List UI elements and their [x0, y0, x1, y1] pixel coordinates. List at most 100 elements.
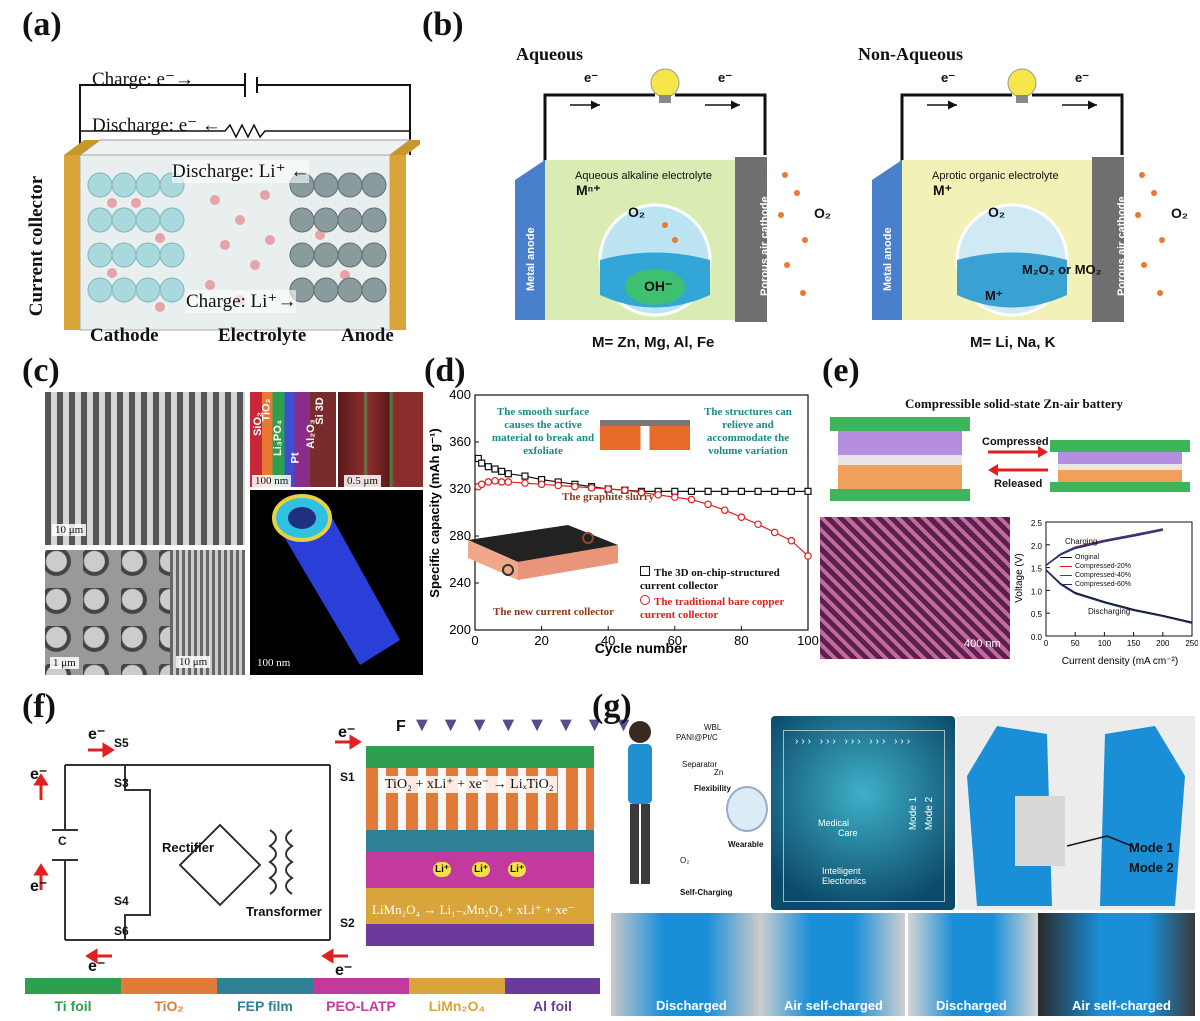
d-point-0-5 — [504, 470, 512, 478]
g-o2: O₂ — [680, 856, 690, 865]
e-series-line-4 — [1045, 569, 1193, 623]
g-photo-mode2: Mode 2 — [1129, 860, 1174, 875]
f-li-1: Li⁺ — [433, 862, 452, 877]
aq-e-right: e⁻ — [718, 70, 733, 85]
f-s2: S2 — [340, 916, 355, 930]
d-xtick-0: 0 — [471, 633, 478, 648]
nonaq-o2-outer: O₂ — [1171, 205, 1189, 221]
discharge-e-label: Discharge: e⁻ ← — [92, 115, 221, 136]
layer-pt: Pt — [289, 452, 302, 464]
d-point-1-11 — [604, 485, 613, 493]
d-point-1-2 — [484, 478, 493, 486]
panel-label-b: (b) — [422, 6, 464, 43]
e-legend-0-text: Original — [1075, 554, 1100, 561]
d-legend-1: The 3D on-chip-structured current collec… — [640, 566, 815, 593]
sem-scalebar-2: 1 μm — [50, 657, 79, 669]
d-point-0-2 — [484, 463, 492, 471]
e-ytick-3: 1.5 — [1031, 565, 1043, 574]
aq-o2-outer: O₂ — [814, 205, 832, 221]
d-point-1-3 — [491, 476, 499, 485]
d-point-0-6 — [521, 472, 529, 480]
anode-label: Anode — [341, 325, 394, 346]
layer-li3po4: Li₃PO₄ — [272, 420, 284, 456]
nonaq-m-plus-bottom: M⁺ — [985, 288, 1003, 303]
d-ytick-0: 200 — [449, 622, 471, 637]
g-discharged-1: Discharged — [656, 998, 727, 1013]
tomo-scalebar: 100 nm — [257, 657, 291, 669]
nonaq-m2o2: M₂O₂ or MO₂ — [1022, 262, 1102, 277]
d-point-0-16 — [687, 487, 696, 495]
d-point-1-23 — [804, 552, 812, 560]
d-point-1-5 — [504, 478, 513, 486]
e-ytick-0: 0.0 — [1031, 633, 1043, 642]
e-xtick-4: 200 — [1156, 639, 1170, 648]
f-s3: S3 — [114, 776, 129, 790]
e-sem-scalebar: 400 nm — [964, 638, 1001, 650]
charge-li-label: Charge: Li⁺→ — [186, 290, 297, 313]
e-ylabel: Voltage (V) — [1014, 553, 1025, 602]
e-legend-0-swatch — [1060, 556, 1072, 558]
sem-array-image — [170, 550, 245, 675]
d-point-1-18 — [720, 506, 729, 514]
g-flexibility: Flexibility — [694, 784, 731, 793]
layer-si3d: Si 3D — [313, 397, 326, 425]
tem-scalebar-2: 0.5 μm — [344, 475, 381, 487]
d-point-1-12 — [621, 486, 629, 494]
legend-label-4: LiMn₂O₄ — [428, 998, 486, 1014]
aq-e-left: e⁻ — [584, 70, 599, 85]
g-vest-icon — [726, 786, 768, 832]
nonaq-porous-cathode: Porous air cathode — [1116, 196, 1128, 296]
e-legend-1-text: Compressed-20% — [1075, 563, 1132, 570]
e-xtick-0: 0 — [1044, 639, 1049, 648]
aq-electrolyte-label: Aqueous alkaline electrolyte — [575, 170, 712, 182]
g-wearable: Wearable — [728, 840, 764, 849]
e-released-label: Released — [994, 478, 1043, 490]
g-self-charging: Self-Charging — [680, 888, 733, 897]
e-ytick-1: 0.5 — [1031, 610, 1043, 619]
g-photo-mode1: Mode 1 — [1129, 840, 1174, 855]
f-tio2-reaction: TiO₂ + xLi⁺ + xe⁻ → LiₓTiO₂ — [382, 776, 557, 793]
d-legend-2-text: The traditional bare copper current coll… — [640, 596, 785, 621]
f-e-left-bottom: e⁻ — [30, 878, 48, 895]
d-legend-2-marker — [640, 595, 650, 605]
f-layer-fep — [366, 830, 594, 852]
e-xtick-3: 150 — [1127, 639, 1141, 648]
g-air-charged-1: Air self-charged — [784, 998, 883, 1013]
legend-swatch-4 — [409, 978, 505, 994]
panel-label-f: (f) — [22, 688, 56, 725]
legend-label-0: Ti foil — [54, 998, 92, 1014]
f-li-2: Li⁺ — [472, 862, 491, 877]
legend-label-1: TiO₂ — [154, 998, 184, 1014]
d-legend-1-text: The 3D on-chip-structured current collec… — [640, 567, 780, 592]
g-demo-photo-4 — [1038, 913, 1195, 1016]
f-layer-al — [366, 924, 594, 946]
e-title: Compressible solid-state Zn-air battery — [905, 396, 1123, 411]
g-intelligent: Intelligent — [822, 866, 861, 876]
g-blue-grid — [783, 730, 945, 902]
f-e-right-top: e⁻ — [338, 724, 356, 741]
f-s4: S4 — [114, 894, 129, 908]
e-xtick-5: 250 — [1185, 639, 1198, 648]
e-ytick-2: 1.0 — [1031, 587, 1043, 596]
sem-tubes-image — [45, 550, 170, 675]
d-point-1-20 — [754, 520, 762, 529]
d-note-right: The structures can relieve and accommoda… — [704, 406, 792, 457]
g-blue-diagram: ››› ››› ››› ››› ››› — [771, 716, 955, 910]
discharge-li-label: Discharge: Li⁺ ← — [172, 160, 310, 183]
e-legend-3-text: Compressed-60% — [1075, 581, 1132, 588]
nonaq-e-left: e⁻ — [941, 70, 956, 85]
e-sem-image — [820, 517, 1010, 659]
g-person-illustration — [620, 718, 660, 898]
legend-label-2: FEP film — [237, 998, 293, 1014]
d-xtick-3: 60 — [668, 633, 682, 648]
g-mode1-diagram: Mode 1 — [908, 796, 920, 831]
apr-electrolyte-label: Aprotic organic electrolyte — [932, 170, 1059, 182]
cathode-label: Cathode — [90, 325, 159, 346]
g-demo-photo-1 — [611, 913, 759, 1016]
tem-layers-image — [250, 392, 336, 487]
d-ylabel: Specific capacity (mAh g⁻¹) — [427, 428, 442, 597]
e-legend-2-swatch — [1060, 574, 1072, 576]
e-compressed-label: Compressed — [982, 436, 1049, 448]
e-legend-3-swatch — [1060, 583, 1072, 585]
d-new-cc-label: The new current collector — [493, 606, 615, 618]
